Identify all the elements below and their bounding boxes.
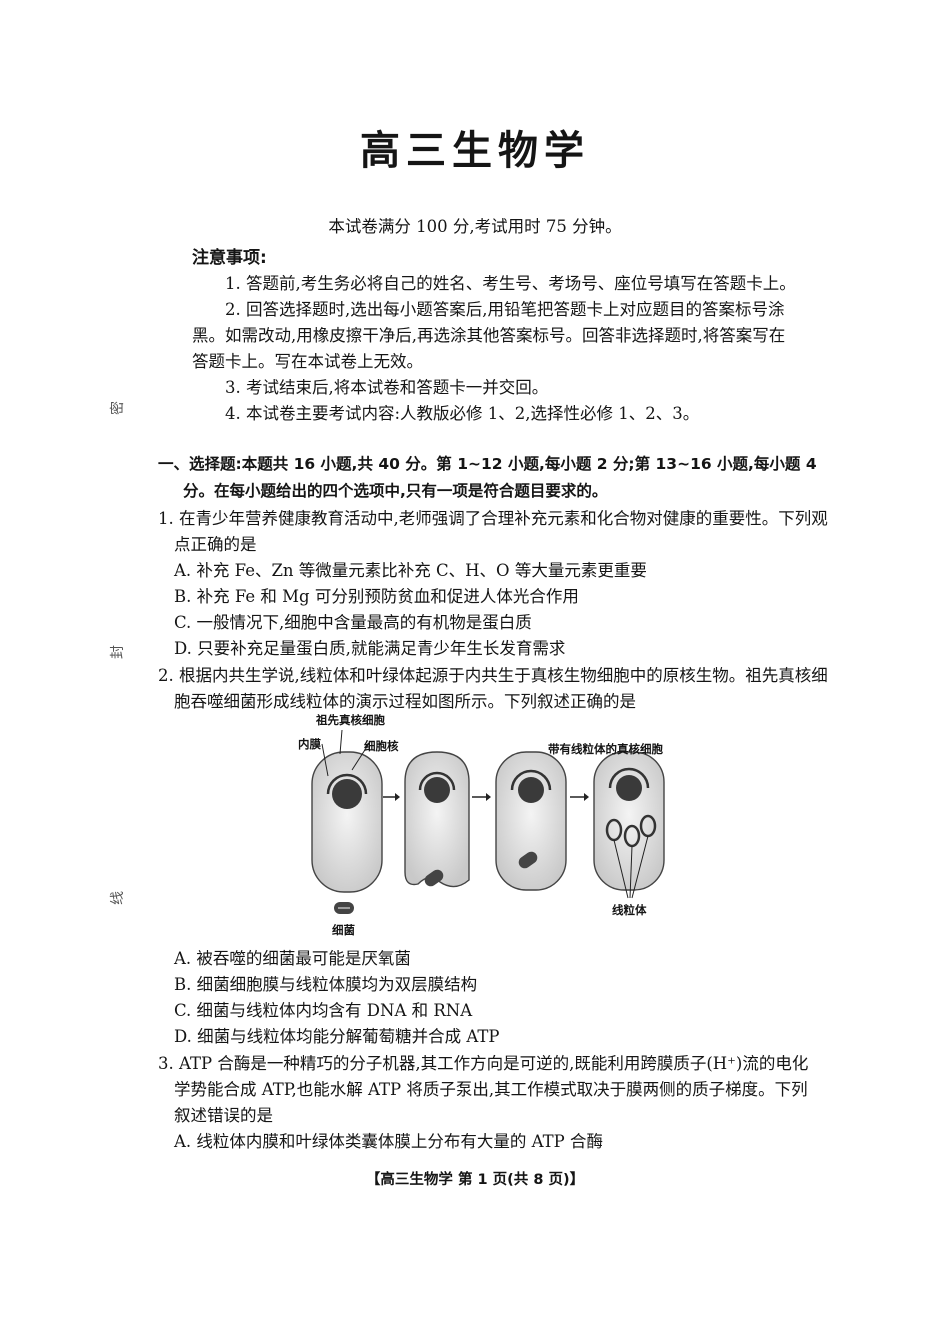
margin-mark-bind: 封 — [110, 645, 126, 659]
endosymbiosis-figure — [311, 729, 665, 914]
eukaryote-with-mitochondria — [593, 751, 665, 891]
notice-item-2-cont: 黑。如需改动,用橡皮擦干净后,再选涂其他答案标号。回答非选择题时,将答案写在 — [192, 326, 786, 345]
page-title: 高三生物学 — [360, 128, 590, 174]
bacterium-free — [334, 902, 354, 914]
notice-item-2-cont2: 答题卡上。写在本试卷上无效。 — [192, 352, 423, 371]
q1-stem-line1: 1. 在青少年营养健康教育活动中,老师强调了合理补充元素和化合物对健康的重要性。… — [158, 509, 828, 528]
section-heading-line1: 一、选择题:本题共 16 小题,共 40 分。第 1~12 小题,每小题 2 分… — [158, 455, 817, 473]
engulfing-cell — [404, 751, 470, 888]
q2-option-b: B. 细菌细胞膜与线粒体膜均为双层膜结构 — [174, 975, 478, 994]
bacteria-label: 细菌 — [332, 923, 355, 937]
ancestor-cell — [311, 751, 383, 893]
q1-option-c: C. 一般情况下,细胞中含量最高的有机物是蛋白质 — [174, 613, 532, 632]
notice-item-1: 1. 答题前,考生务必将自己的姓名、考生号、考场号、座位号填写在答题卡上。 — [225, 274, 796, 293]
exam-info: 本试卷满分 100 分,考试用时 75 分钟。 — [328, 217, 622, 236]
margin-mark-line: 线 — [110, 891, 126, 905]
ancestor-cell-label: 祖先真核细胞 — [316, 713, 385, 727]
notice-item-2: 2. 回答选择题时,选出每小题答案后,用铅笔把答题卡上对应题目的答案标号涂 — [225, 300, 785, 319]
margin-mark-seal: 密 — [110, 401, 126, 415]
q2-stem-line1: 2. 根据内共生学说,线粒体和叶绿体起源于内共生于真核生物细胞中的原核生物。祖先… — [158, 666, 828, 685]
q3-stem-line3: 叙述错误的是 — [174, 1106, 273, 1125]
nucleus-label: 细胞核 — [364, 739, 399, 753]
notice-item-3: 3. 考试结束后,将本试卷和答题卡一并交回。 — [225, 378, 549, 397]
mitochondria-label: 线粒体 — [612, 903, 647, 917]
q3-stem-line1: 3. ATP 合酶是一种精巧的分子机器,其工作方向是可逆的,既能利用跨膜质子(H… — [158, 1054, 809, 1073]
q2-stem-line2: 胞吞噬细菌形成线粒体的演示过程如图所示。下列叙述正确的是 — [174, 692, 636, 711]
q1-option-b: B. 补充 Fe 和 Mg 可分别预防贫血和促进人体光合作用 — [174, 587, 579, 606]
q3-stem-line2: 学势能合成 ATP,也能水解 ATP 将质子泵出,其工作模式取决于膜两侧的质子梯… — [174, 1080, 808, 1099]
notice-item-4: 4. 本试卷主要考试内容:人教版必修 1、2,选择性必修 1、2、3。 — [225, 404, 700, 423]
section-heading-line2: 分。在每小题给出的四个选项中,只有一项是符合题目要求的。 — [183, 482, 608, 500]
final-cell-label: 带有线粒体的真核细胞 — [548, 742, 663, 756]
q1-option-a: A. 补充 Fe、Zn 等微量元素比补充 C、H、O 等大量元素更重要 — [174, 561, 647, 580]
q2-option-d: D. 细菌与线粒体均能分解葡萄糖并合成 ATP — [174, 1027, 500, 1046]
inner-membrane-label: 内膜 — [298, 737, 321, 751]
q1-stem-line2: 点正确的是 — [174, 535, 257, 554]
q1-option-d: D. 只要补充足量蛋白质,就能满足青少年生长发育需求 — [174, 639, 566, 658]
q2-option-c: C. 细菌与线粒体内均含有 DNA 和 RNA — [174, 1001, 473, 1020]
notice-heading: 注意事项: — [192, 248, 267, 268]
q3-option-a: A. 线粒体内膜和叶绿体类囊体膜上分布有大量的 ATP 合酶 — [174, 1132, 604, 1151]
internalized-cell — [495, 751, 567, 891]
page-footer: 【高三生物学 第 1 页(共 8 页)】 — [365, 1172, 585, 1188]
q2-option-a: A. 被吞噬的细菌最可能是厌氧菌 — [174, 949, 411, 968]
